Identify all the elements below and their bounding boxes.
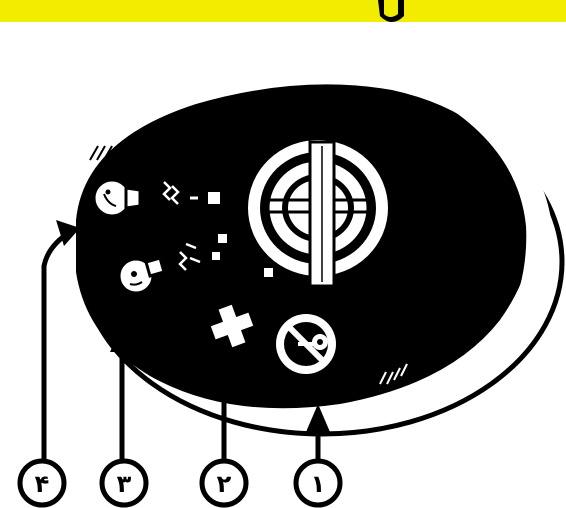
arrow-4: [44, 232, 70, 462]
callout-2-label: ۲: [217, 470, 232, 498]
callout-3-label: ۳: [117, 470, 132, 498]
callout-3: ۳: [102, 461, 146, 505]
callout-4-label: ۴: [35, 470, 50, 498]
top-banner: [0, 0, 566, 22]
callout-2: ۲: [202, 461, 246, 505]
callout-1: ۱: [296, 461, 340, 505]
key-off-icon: [276, 314, 336, 374]
callout-4: ۴: [20, 461, 64, 505]
callout-1-label: ۱: [311, 470, 326, 498]
